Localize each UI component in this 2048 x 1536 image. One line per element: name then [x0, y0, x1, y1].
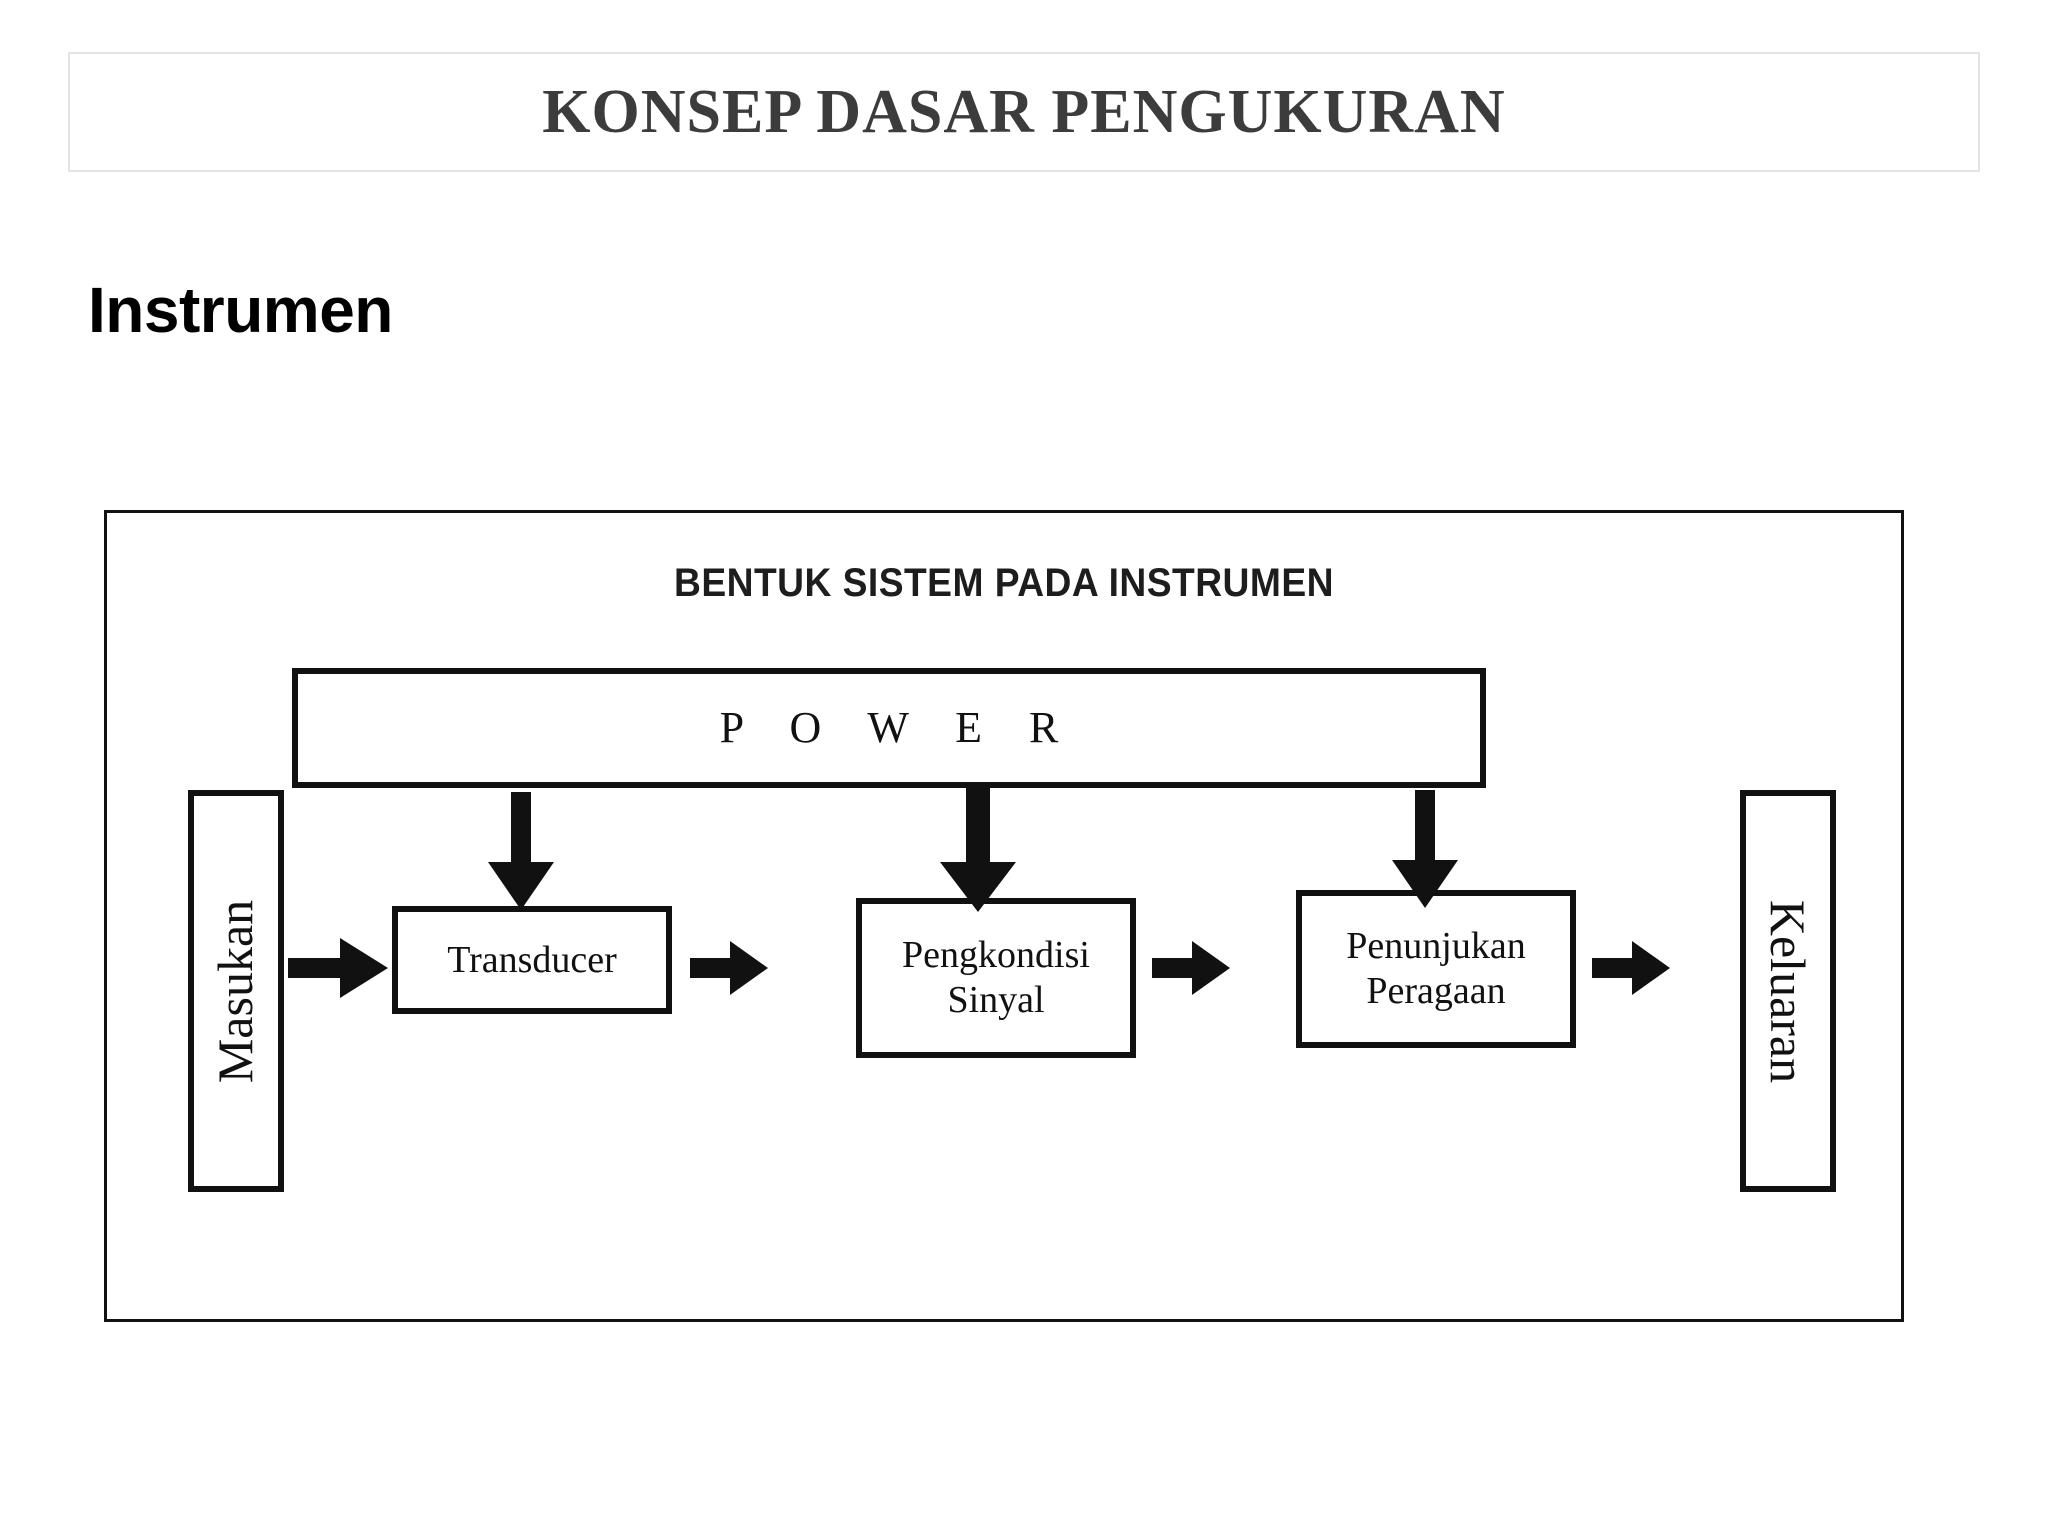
power-block-label: P O W E R	[719, 703, 1077, 753]
output-block-label: Keluaran	[1760, 899, 1817, 1083]
diagram-title: BENTUK SISTEM PADA INSTRUMEN	[674, 561, 1334, 605]
section-heading: Instrumen	[88, 274, 393, 346]
output-block: Keluaran	[1740, 790, 1836, 1192]
power-block: P O W E R	[292, 668, 1486, 788]
arrow-right-icon	[288, 930, 392, 1006]
slide-title-box: KONSEP DASAR PENGUKURAN	[68, 52, 1980, 172]
signal-conditioner-block-label: Pengkondisi Sinyal	[902, 934, 1090, 1021]
transducer-block-label: Transducer	[447, 938, 617, 981]
page-title: KONSEP DASAR PENGUKURAN	[542, 77, 1506, 146]
display-block: Penunjukan Peragaan	[1296, 890, 1576, 1048]
arrow-down-icon	[936, 788, 1020, 914]
signal-conditioner-block: Pengkondisi Sinyal	[856, 898, 1136, 1058]
arrow-down-icon	[484, 792, 558, 912]
arrow-right-icon	[690, 936, 770, 1000]
transducer-block: Transducer	[392, 906, 672, 1014]
arrow-down-icon	[1388, 790, 1462, 910]
display-block-label: Penunjukan Peragaan	[1346, 925, 1526, 1012]
input-block: Masukan	[188, 790, 284, 1192]
input-block-label: Masukan	[207, 899, 264, 1083]
arrow-right-icon	[1592, 936, 1672, 1000]
arrow-right-icon	[1152, 936, 1232, 1000]
